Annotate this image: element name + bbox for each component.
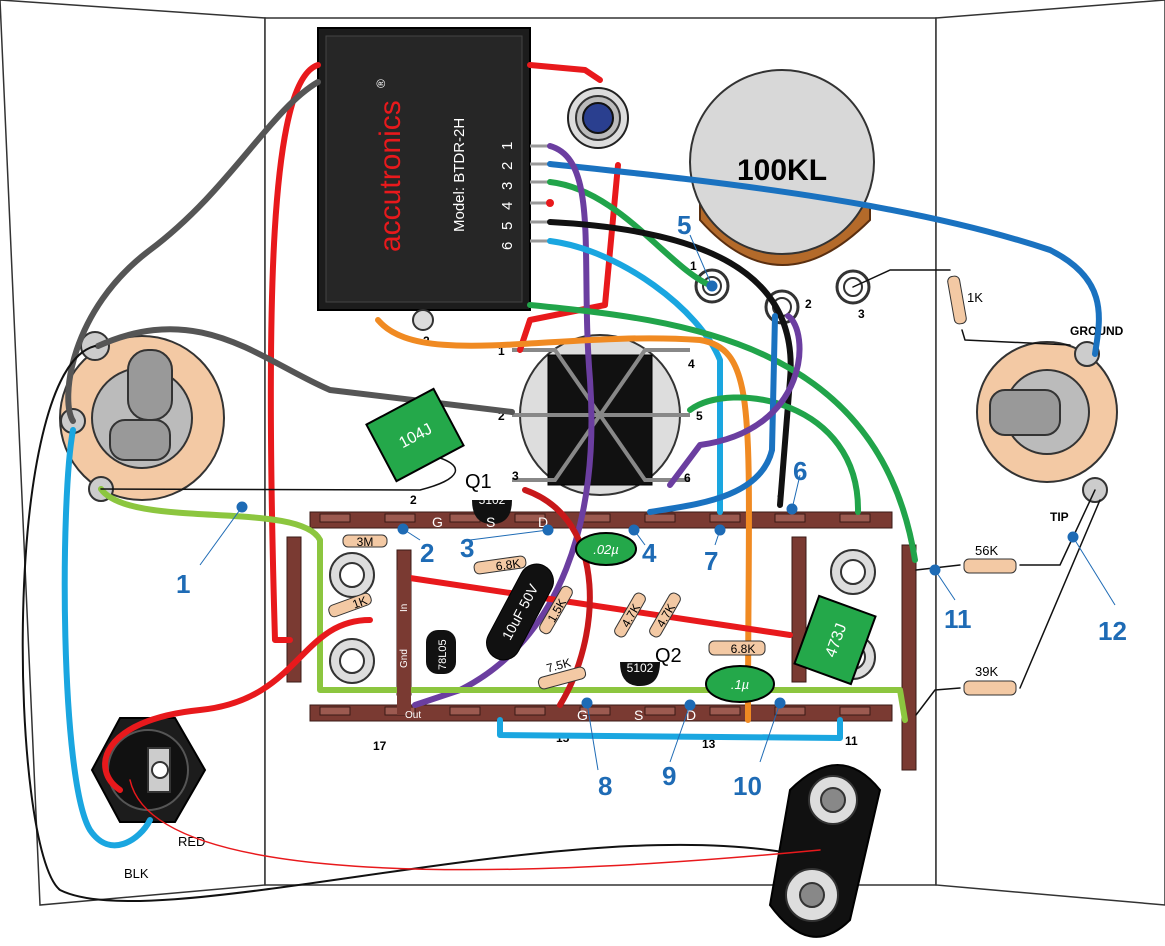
callout-8: 8 [598,771,612,801]
callout-1: 1 [176,569,190,599]
transformer-pin-2: 2 [499,162,516,170]
reg-out: Out [405,710,421,721]
pad-17: 17 [373,739,387,753]
q1-label: Q1 [465,471,492,493]
pad-2: 2 [410,493,417,507]
capacitors: 104J 473J .02µ .1µ 10uF 50V [365,387,877,703]
q2-d: D [686,707,696,723]
pot-pin-1: 1 [690,259,697,273]
reverb-transformer: accutronics ® Model: BTDR-2H 1 2 3 4 5 6 [317,27,554,311]
transformer-pin-1: 1 [499,142,516,150]
pan-pin-5: 5 [696,409,703,423]
q1-part: 5102 [479,493,506,507]
pan-pin-6: 6 [684,471,691,485]
pad-11: 11 [845,734,858,748]
callout-12: 12 [1098,616,1127,646]
transformer-pin-4: 4 [499,202,516,210]
callout-9: 9 [662,761,676,791]
callout-numbers: 1 2 3 4 5 6 7 8 9 10 11 12 [176,210,1127,801]
regulator: In Gnd Out 78L05 [397,570,456,721]
reg-part: 78L05 [437,639,449,670]
transformer-pin-6: 6 [499,242,516,250]
pan-pin-1: 1 [498,344,505,358]
callouts [199,234,1116,771]
reg-in: In [399,604,410,612]
output-jack: GROUND TIP [976,324,1124,524]
q1-d: D [538,514,548,530]
res-1k-b: 1K [967,290,983,305]
transistor-q2: Q2 5102 G S D [577,645,696,723]
q1-g: G [432,514,443,530]
cap-1: .1µ [731,677,749,692]
transformer-brand: accutronics [374,100,407,252]
callout-5: 5 [677,210,691,240]
callout-4: 4 [642,538,657,568]
res-3m: 3M [357,535,374,549]
transformer-pin-3: 3 [499,182,516,190]
res-7.5k: 7.5K [545,655,572,675]
res-6.8k-a: 6.8K [495,556,521,573]
q1-s: S [486,514,495,530]
pot-label: 100KL [737,154,827,187]
transformer-pin-5: 5 [499,222,516,230]
res-39k: 39K [975,664,998,679]
tip-label: TIP [1050,510,1069,524]
red-label: RED [178,834,205,849]
reg-gnd: Gnd [399,649,410,668]
reverb-pan: 1 2 3 4 5 6 2 [412,309,703,496]
transformer-model: Model: BTDR-2H [451,118,468,232]
cap-02: .02µ [593,542,619,557]
res-1k-a: 1K [350,593,369,611]
callout-2: 2 [420,538,434,568]
pan-pin-4: 4 [688,357,695,371]
callout-7: 7 [704,546,718,576]
q2-part: 5102 [627,661,654,675]
battery-snap [768,764,882,938]
transistor-q1: Q1 5102 G S D [432,471,548,530]
q2-g: G [577,707,588,723]
pot-pin-3: 3 [858,307,865,321]
pan-pin-3: 3 [512,469,519,483]
q2-label: Q2 [655,645,682,667]
pad-13: 13 [702,737,716,751]
callout-10: 10 [733,771,762,801]
pan-pin-2: 2 [498,409,505,423]
led-indicator [567,87,629,149]
res-6.8k-b: 6.8K [731,642,756,656]
dc-power-jack: RED BLK [90,717,207,881]
input-jack [59,331,225,502]
callout-11: 11 [944,604,972,634]
callout-3: 3 [460,533,474,563]
q2-s: S [634,707,643,723]
volume-pot: 100KL 1 2 3 [689,69,875,325]
res-56k: 56K [975,543,998,558]
callout-6: 6 [793,456,807,486]
pot-pin-2: 2 [805,297,812,311]
transformer-registered: ® [374,79,388,88]
blk-label: BLK [124,866,149,881]
resistors: 3M 6.8K 1K 1.5K 4.7K 4.7K 7.5K 6.8K 1K 5… [328,275,1017,696]
